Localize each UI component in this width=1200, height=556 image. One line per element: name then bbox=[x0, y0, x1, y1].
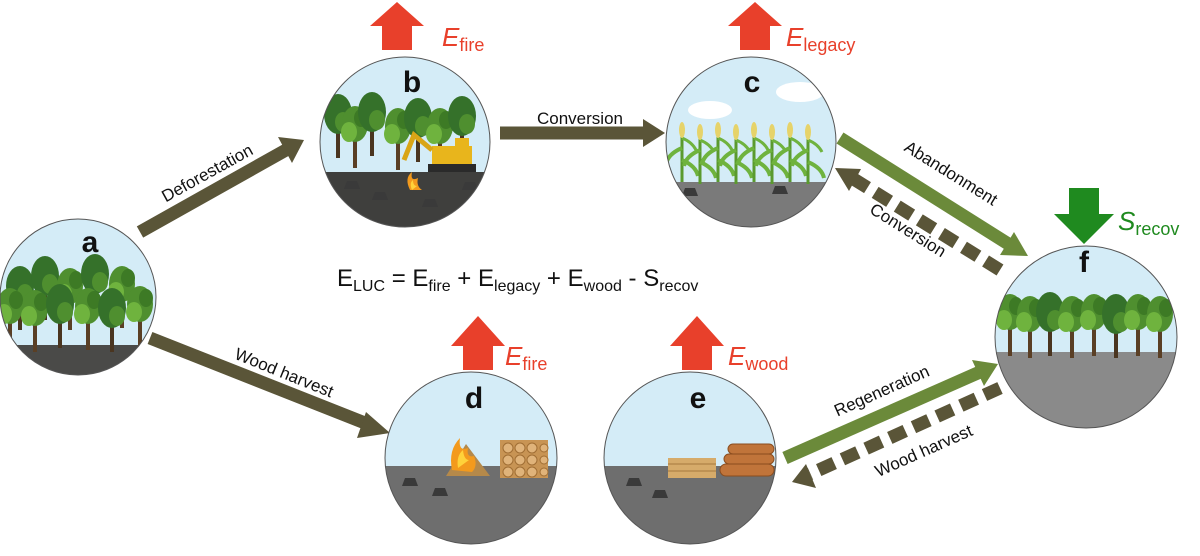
flux-b-label: Efire bbox=[442, 22, 484, 55]
arrow-wood-harvest-a-d bbox=[147, 331, 390, 438]
arrow-regeneration bbox=[782, 360, 998, 464]
node-f-letter: f bbox=[1079, 246, 1090, 279]
flux-f-label: Srecov bbox=[1118, 206, 1179, 239]
node-d: d bbox=[384, 371, 558, 545]
arrow-abandonment bbox=[836, 132, 1028, 256]
flux-f-arrow bbox=[1054, 188, 1114, 244]
node-e: e bbox=[603, 371, 777, 545]
label-wood-harvest-f-e: Wood harvest bbox=[872, 421, 976, 481]
arrow-deforestation bbox=[136, 137, 304, 238]
node-b-letter: b bbox=[403, 66, 421, 99]
node-d-letter: d bbox=[465, 382, 483, 415]
flux-b-arrow bbox=[370, 2, 424, 50]
arrow-conversion-f-c bbox=[835, 168, 1004, 276]
node-c: c bbox=[665, 56, 837, 228]
label-conversion-b-c: Conversion bbox=[537, 109, 623, 128]
flux-d-label: Efire bbox=[505, 341, 547, 374]
node-a: a bbox=[0, 218, 157, 376]
flux-e-label: Ewood bbox=[728, 341, 788, 374]
node-e-letter: e bbox=[690, 382, 707, 415]
flux-c-arrow bbox=[728, 2, 782, 50]
arrow-conversion-b-c bbox=[500, 119, 665, 147]
label-abandonment: Abandonment bbox=[901, 137, 1001, 209]
node-c-letter: c bbox=[744, 66, 761, 99]
flux-c-label: Elegacy bbox=[786, 22, 855, 55]
flux-e-arrow bbox=[670, 316, 724, 370]
node-b: b bbox=[319, 56, 491, 228]
node-f: f bbox=[994, 245, 1178, 429]
flux-d-arrow bbox=[451, 316, 505, 370]
equation: ELUC = Efire + Elegacy + Ewood - Srecov bbox=[337, 265, 698, 295]
arrow-wood-harvest-f-e bbox=[792, 382, 1003, 488]
node-a-letter: a bbox=[82, 226, 99, 259]
